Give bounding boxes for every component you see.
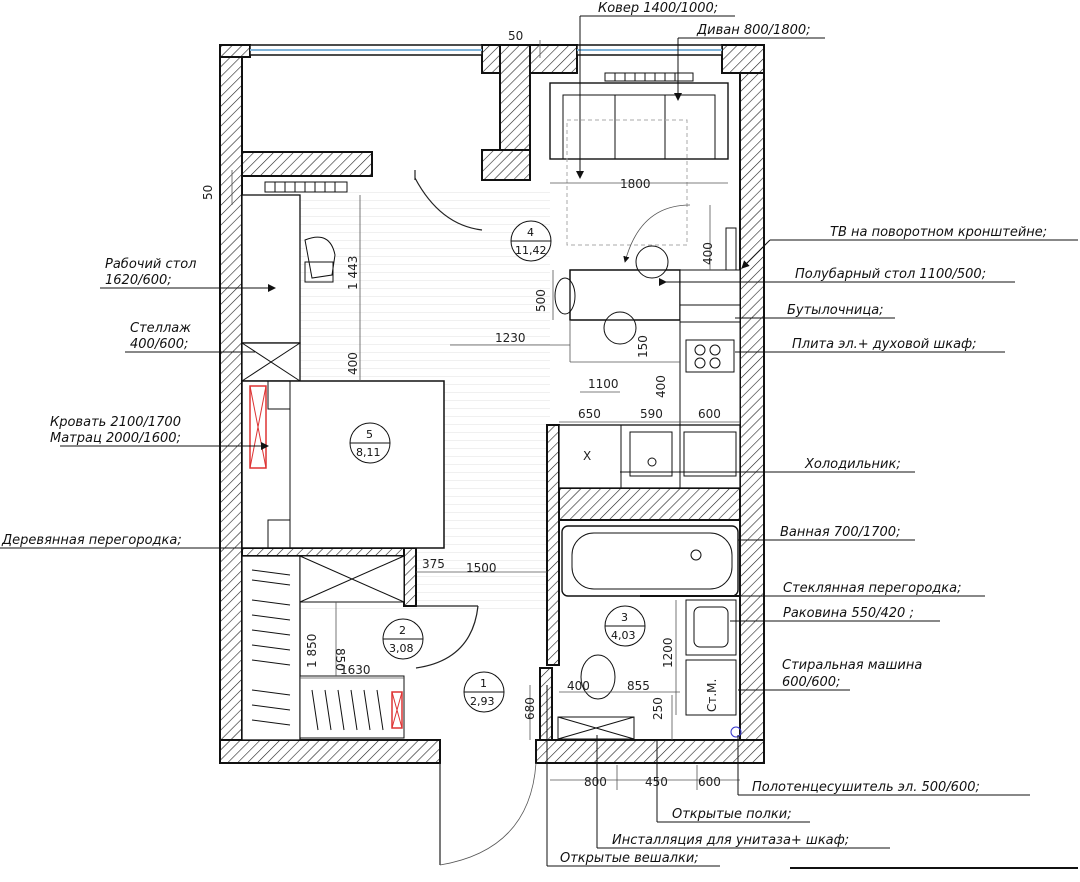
tv — [725, 227, 737, 277]
label-bar-table: Полубарный стол 1100/500; — [795, 267, 986, 282]
label-bath: Ванная 700/1700; — [780, 525, 900, 540]
dim-150: 150 — [636, 335, 650, 358]
dim-50-left: 50 — [201, 185, 215, 200]
wardrobe — [241, 555, 405, 741]
entrance-door — [439, 762, 537, 866]
svg-text:1: 1 — [480, 677, 487, 690]
label-sofa: Диван 800/1800; — [696, 23, 811, 38]
dim-1500: 1500 — [466, 561, 497, 575]
label-glass-partition: Стеклянная перегородка; — [783, 581, 961, 596]
toilet — [557, 654, 635, 740]
dim-850: 850 — [333, 648, 347, 671]
room-marker-3: 3 4,03 — [604, 605, 646, 647]
dim-450-bottom: 450 — [645, 775, 668, 789]
svg-text:4,03: 4,03 — [611, 629, 636, 642]
label-carpet: Ковер 1400/1000; — [598, 1, 718, 16]
label-tv: ТВ на поворотном кронштейне; — [830, 225, 1047, 240]
dim-400-tv: 400 — [701, 242, 715, 265]
leader-lines — [0, 15, 1078, 867]
dim-400-wc: 400 — [567, 679, 590, 693]
label-sink: Раковина 550/420 ; — [783, 606, 914, 621]
label-bed-2: Матрац 2000/1600; — [50, 431, 181, 446]
carpet — [566, 119, 688, 246]
dim-1200: 1200 — [661, 637, 675, 668]
label-desk-1: Рабочий стол — [105, 257, 196, 272]
label-bed-1: Кровать 2100/1700 — [50, 415, 181, 430]
dim-500: 500 — [534, 289, 548, 312]
room-marker-5: 5 8,11 — [349, 422, 391, 464]
bathroom-door — [415, 605, 479, 669]
sink — [685, 599, 737, 656]
dim-1443: 1 443 — [346, 256, 360, 290]
kitchen — [558, 269, 741, 489]
room-marker-2: 2 3,08 — [382, 618, 424, 660]
towel-dryer — [730, 726, 742, 738]
desk — [241, 194, 336, 344]
label-open-hangers: Открытые вешалки; — [560, 851, 699, 866]
svg-text:3: 3 — [621, 611, 628, 624]
washer-mark: Ст.М. — [705, 679, 719, 712]
dim-1630: 1630 — [340, 663, 371, 677]
room-marker-4: 4 11,42 — [510, 220, 552, 262]
svg-text:11,42: 11,42 — [515, 244, 547, 257]
radiator-left — [264, 181, 348, 193]
dim-800-bottom: 800 — [584, 775, 607, 789]
rack — [241, 342, 301, 382]
bathtub — [561, 525, 739, 597]
dim-600-bottom: 600 — [698, 775, 721, 789]
mark-x: X — [583, 449, 591, 463]
label-rack-1: Стеллаж — [130, 321, 191, 336]
label-open-shelves: Открытые полки; — [672, 807, 792, 822]
dim-650: 650 — [578, 407, 601, 421]
svg-text:8,11: 8,11 — [356, 446, 381, 459]
label-towel-dryer: Полотенцесушитель эл. 500/600; — [752, 780, 980, 795]
svg-text:2: 2 — [399, 624, 406, 637]
label-washer-1: Стиральная машина — [782, 658, 922, 673]
windows — [249, 44, 723, 56]
label-stove: Плита эл.+ духовой шкаф; — [792, 337, 977, 352]
dim-855: 855 — [627, 679, 650, 693]
dim-1800: 1800 — [620, 177, 651, 191]
room-marker-1: 1 2,93 — [463, 671, 505, 713]
balcony-door — [414, 170, 483, 231]
label-fridge: Холодильник; — [804, 457, 901, 472]
label-washer-2: 600/600; — [782, 675, 840, 690]
dim-590: 590 — [640, 407, 663, 421]
svg-text:4: 4 — [527, 226, 534, 239]
radiator-top — [604, 72, 694, 82]
dim-1850: 1 850 — [305, 634, 319, 668]
washer — [685, 659, 737, 716]
label-bottle-rack: Бутылочница; — [787, 303, 884, 318]
tv-rotation-arc — [623, 204, 691, 263]
dim-50-top: 50 — [508, 29, 523, 43]
label-desk-2: 1620/600; — [105, 273, 172, 288]
label-wood-partition: Деревянная перегородка; — [1, 533, 182, 548]
dim-1230: 1230 — [495, 331, 526, 345]
label-installation: Инсталляция для унитаза+ шкаф; — [612, 833, 849, 848]
svg-text:5: 5 — [366, 428, 373, 441]
dim-680: 680 — [523, 697, 537, 720]
hangers — [251, 569, 384, 731]
dim-400-left: 400 — [346, 352, 360, 375]
bar-table — [554, 245, 681, 345]
dim-375: 375 — [422, 557, 445, 571]
svg-text:3,08: 3,08 — [389, 642, 414, 655]
label-rack-2: 400/600; — [130, 337, 188, 352]
bed — [241, 380, 445, 549]
dim-250: 250 — [651, 697, 665, 720]
svg-text:2,93: 2,93 — [470, 695, 495, 708]
dim-400-kitchen: 400 — [654, 375, 668, 398]
sofa — [549, 82, 729, 160]
dim-1100: 1100 — [588, 377, 619, 391]
dim-600-kitchen: 600 — [698, 407, 721, 421]
